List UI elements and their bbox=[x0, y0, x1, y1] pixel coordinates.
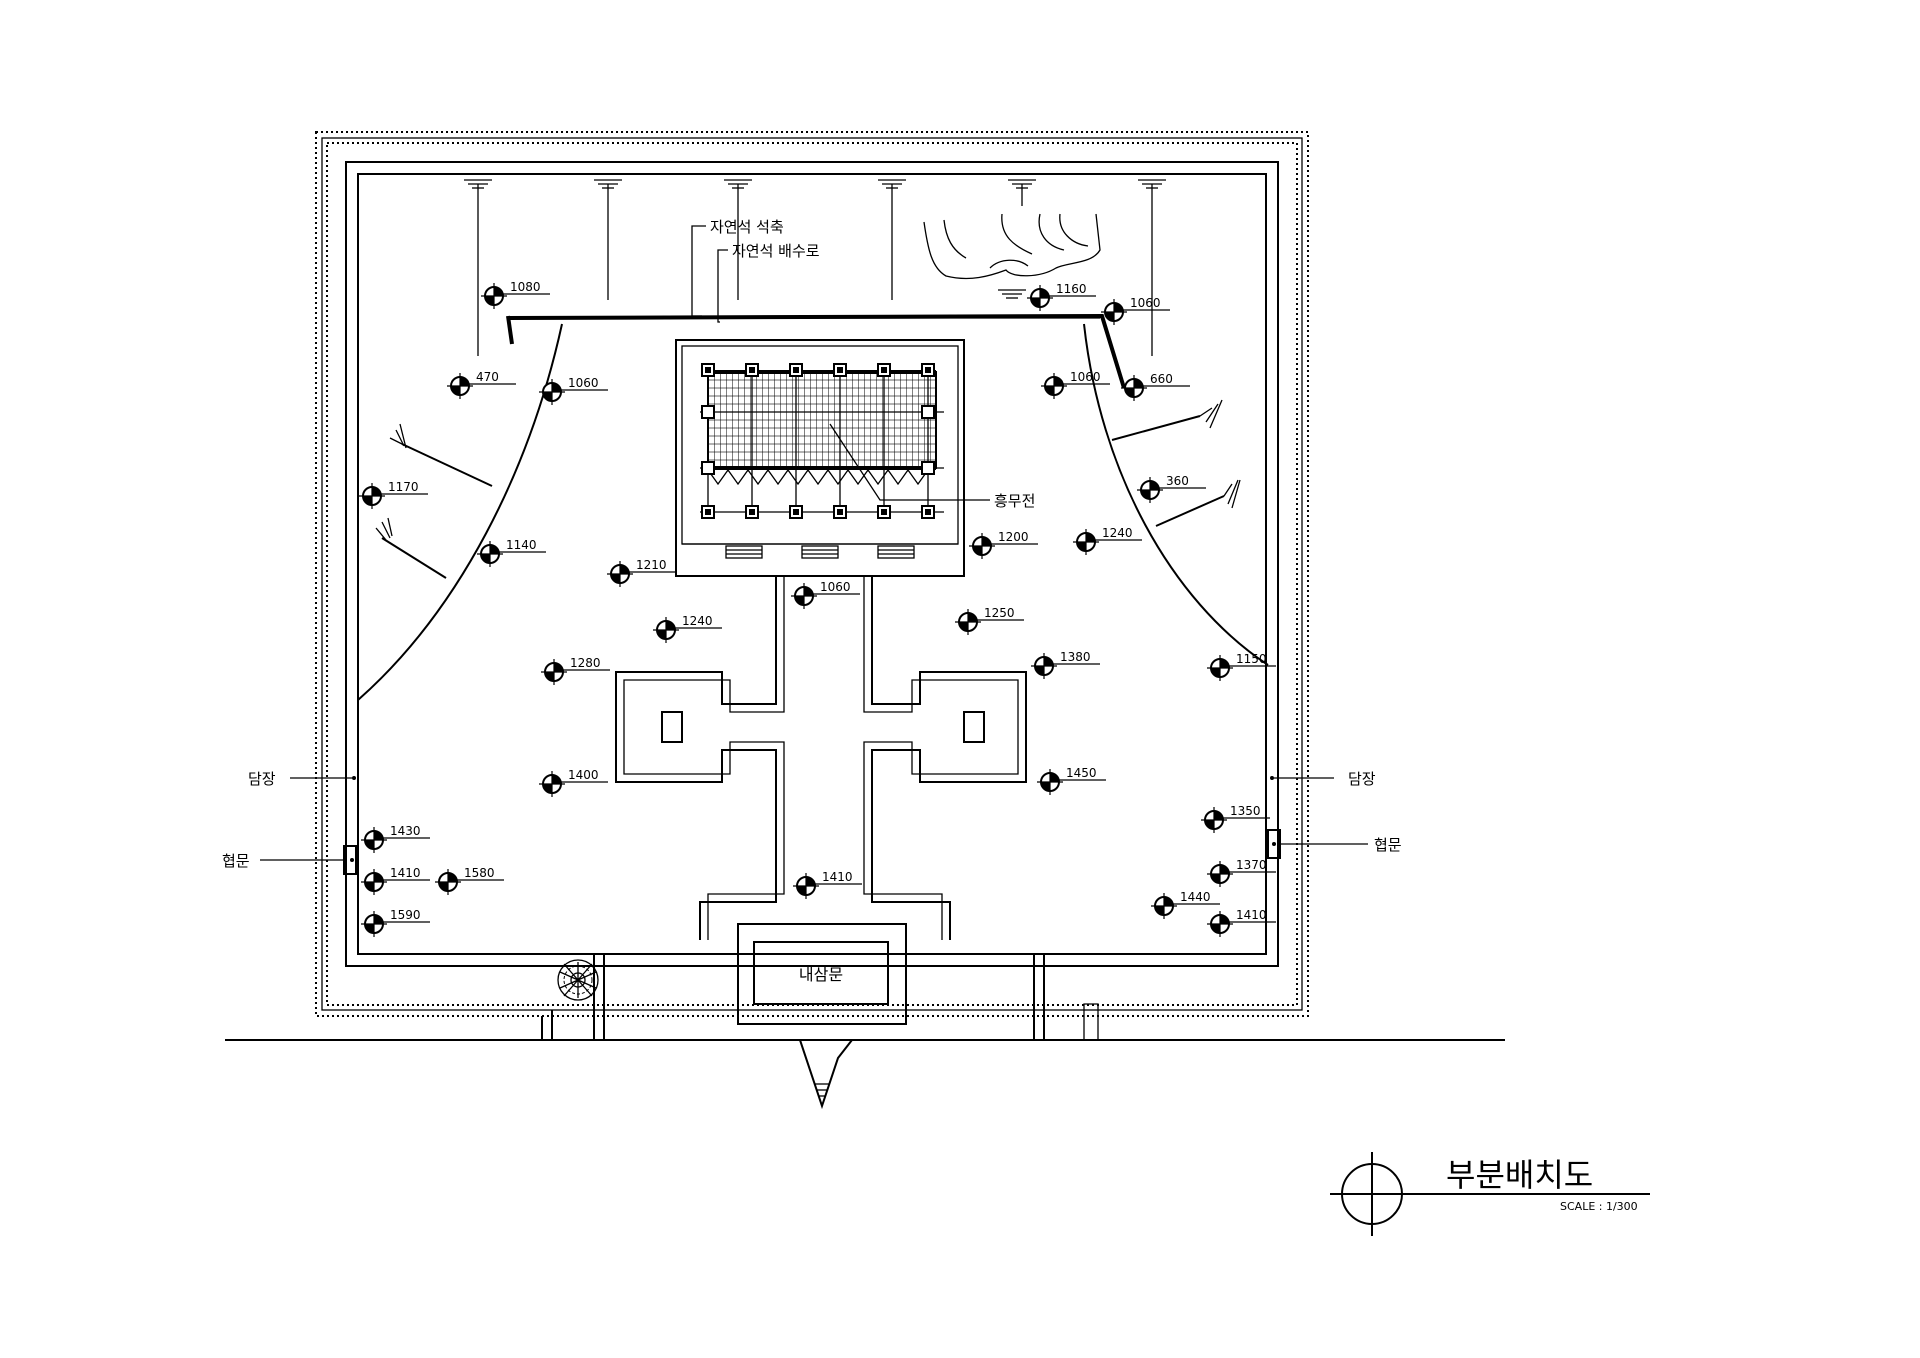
elevation-marker: 1080 bbox=[481, 280, 550, 309]
elevation-marker: 1410 bbox=[793, 870, 862, 899]
elevation-value: 1410 bbox=[822, 870, 853, 884]
drawing-title: 부분배치도 bbox=[1446, 1156, 1593, 1194]
elevation-value: 1280 bbox=[570, 656, 601, 670]
elevation-marker: 1240 bbox=[653, 614, 722, 643]
elevation-value: 1210 bbox=[636, 558, 667, 572]
elevation-value: 1140 bbox=[506, 538, 537, 552]
elevation-value: 1060 bbox=[820, 580, 851, 594]
elevation-value: 1160 bbox=[1056, 282, 1087, 296]
front-boundary bbox=[225, 954, 1505, 1041]
elevation-value: 1170 bbox=[388, 480, 419, 494]
elevation-marker: 1250 bbox=[955, 606, 1024, 635]
elevation-value: 1200 bbox=[998, 530, 1029, 544]
stone-wall-label: 자연석 석축 bbox=[710, 218, 784, 236]
elevation-marker: 1410 bbox=[361, 866, 430, 895]
elevation-marker: 1060 bbox=[539, 376, 608, 405]
rock-group bbox=[923, 213, 1101, 280]
elevation-value: 1410 bbox=[1236, 908, 1267, 922]
elevation-marker: 360 bbox=[1137, 474, 1206, 503]
main-hall: 흥무전 bbox=[675, 339, 1035, 577]
elevation-marker: 660 bbox=[1121, 372, 1190, 401]
elevation-value: 1410 bbox=[390, 866, 421, 880]
elevation-marker: 1060 bbox=[1041, 370, 1110, 399]
side-wall-annotations: 담장 담장 협문 협문 bbox=[222, 770, 1402, 875]
elevation-marker: 1060 bbox=[791, 580, 860, 609]
elevation-value: 1240 bbox=[1102, 526, 1133, 540]
elevation-value: 1440 bbox=[1180, 890, 1211, 904]
elevation-marker: 1200 bbox=[969, 530, 1038, 559]
path-system bbox=[615, 576, 1027, 940]
elevation-marker: 1240 bbox=[1073, 526, 1142, 555]
elevation-marker: 1400 bbox=[539, 768, 608, 797]
wall-left-label: 담장 bbox=[248, 770, 276, 788]
tree-symbol bbox=[557, 959, 599, 1001]
elevation-value: 1350 bbox=[1230, 804, 1261, 818]
elevation-value: 1590 bbox=[390, 908, 421, 922]
drawing-scale: SCALE : 1/300 bbox=[1560, 1200, 1638, 1213]
main-gate-label: 내삼문 bbox=[799, 965, 843, 984]
elevation-value: 1450 bbox=[1066, 766, 1097, 780]
elevation-value: 1240 bbox=[682, 614, 713, 628]
elevation-value: 1150 bbox=[1236, 652, 1267, 666]
wall-right-label: 담장 bbox=[1348, 770, 1376, 788]
elevation-marker: 1380 bbox=[1031, 650, 1100, 679]
elevation-marker: 1150 bbox=[1207, 652, 1276, 681]
stone-wall-label-group: 자연석 석축 자연석 배수로 bbox=[691, 218, 820, 323]
elevation-value: 1370 bbox=[1236, 858, 1267, 872]
title-block: 부분배치도 SCALE : 1/300 bbox=[1330, 1152, 1650, 1236]
elevation-marker: 1210 bbox=[607, 558, 676, 587]
elevation-marker: 1280 bbox=[541, 656, 610, 685]
elevation-marker: 470 bbox=[447, 370, 516, 399]
stone-retaining-wall bbox=[357, 313, 1269, 701]
elevation-value: 1060 bbox=[1130, 296, 1161, 310]
elevation-marker: 1350 bbox=[1201, 804, 1270, 833]
elevation-value: 1060 bbox=[568, 376, 599, 390]
elevation-marker: 1060 bbox=[1101, 296, 1170, 325]
inner-gate: 내삼문 bbox=[737, 923, 907, 1110]
elevation-marker: 1450 bbox=[1037, 766, 1106, 795]
elevation-marker: 1580 bbox=[435, 866, 504, 895]
hall-label: 흥무전 bbox=[994, 492, 1035, 510]
elevation-marker: 1590 bbox=[361, 908, 430, 937]
gate-right-label: 협문 bbox=[1374, 836, 1402, 854]
elevation-marker: 1170 bbox=[359, 480, 428, 509]
elevation-value: 1060 bbox=[1070, 370, 1101, 384]
elevation-marker: 1160 bbox=[1027, 282, 1096, 311]
elevation-marker: 1440 bbox=[1151, 890, 1220, 919]
elevation-value: 360 bbox=[1166, 474, 1189, 488]
elevation-marker: 1370 bbox=[1207, 858, 1276, 887]
gate-left-label: 협문 bbox=[222, 852, 250, 870]
elevation-value: 1580 bbox=[464, 866, 495, 880]
elevation-value: 470 bbox=[476, 370, 499, 384]
elevation-markers: 1080 1160 1060 470 1060 1060 660 1170 360 1140 121… bbox=[359, 280, 1276, 937]
elevation-value: 1250 bbox=[984, 606, 1015, 620]
drain-label: 자연석 배수로 bbox=[732, 242, 820, 260]
elevation-marker: 1140 bbox=[477, 538, 546, 567]
elevation-marker: 1430 bbox=[361, 824, 430, 853]
elevation-value: 1400 bbox=[568, 768, 599, 782]
elevation-value: 1380 bbox=[1060, 650, 1091, 664]
wall-markers bbox=[464, 179, 1166, 356]
elevation-value: 660 bbox=[1150, 372, 1173, 386]
elevation-value: 1080 bbox=[510, 280, 541, 294]
elevation-marker: 1410 bbox=[1207, 908, 1276, 937]
elevation-value: 1430 bbox=[390, 824, 421, 838]
